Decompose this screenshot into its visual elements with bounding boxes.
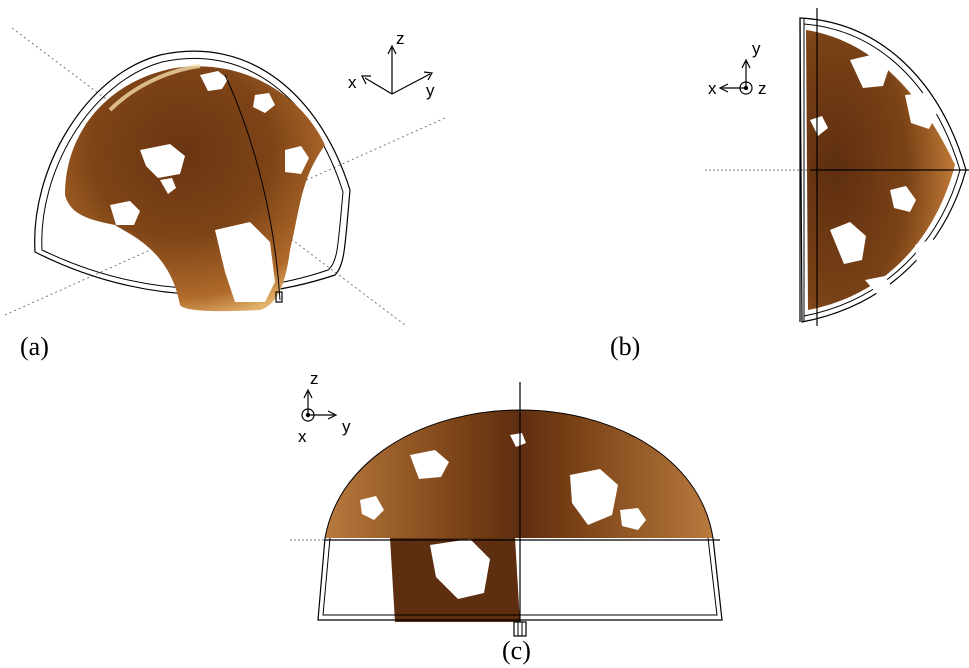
meridian-line — [224, 74, 281, 301]
axis-label-y: y — [342, 417, 351, 436]
panel-c-figure: z x y — [290, 369, 723, 637]
axis-dot — [743, 85, 749, 91]
surface-highlight — [108, 64, 201, 112]
caption-a: (a) — [20, 332, 49, 361]
axis-label-y: y — [426, 81, 435, 100]
panel-a: z x y — [0, 0, 460, 335]
axis-label-x: x — [348, 73, 357, 92]
axis-label-z: z — [310, 369, 319, 388]
panel-b-figure: y x z — [705, 8, 969, 326]
axis-triad-a — [361, 44, 433, 95]
feed-probe — [275, 291, 283, 303]
axis-triad-b — [718, 58, 753, 95]
feed-probe — [513, 621, 527, 637]
axis-triad-c — [301, 388, 338, 422]
surface-holes — [810, 54, 941, 294]
hemisphere-surface — [325, 410, 713, 538]
panel-a-figure: z x y — [4, 27, 446, 326]
axis-label-z: z — [396, 29, 405, 48]
axis-label-y: y — [752, 39, 761, 58]
panel-b: y x z — [700, 0, 969, 335]
axis-label-x: x — [298, 427, 307, 446]
caption-c: (c) — [502, 636, 531, 665]
axis-label-z: z — [758, 79, 767, 98]
surface-holes — [110, 71, 309, 302]
axis-label-x: x — [708, 79, 717, 98]
panel-c: z x y — [280, 360, 730, 645]
surface-holes — [360, 433, 646, 599]
hemisphere-surface — [65, 66, 325, 312]
caption-b: (b) — [610, 332, 641, 361]
axis-dot — [305, 412, 311, 418]
